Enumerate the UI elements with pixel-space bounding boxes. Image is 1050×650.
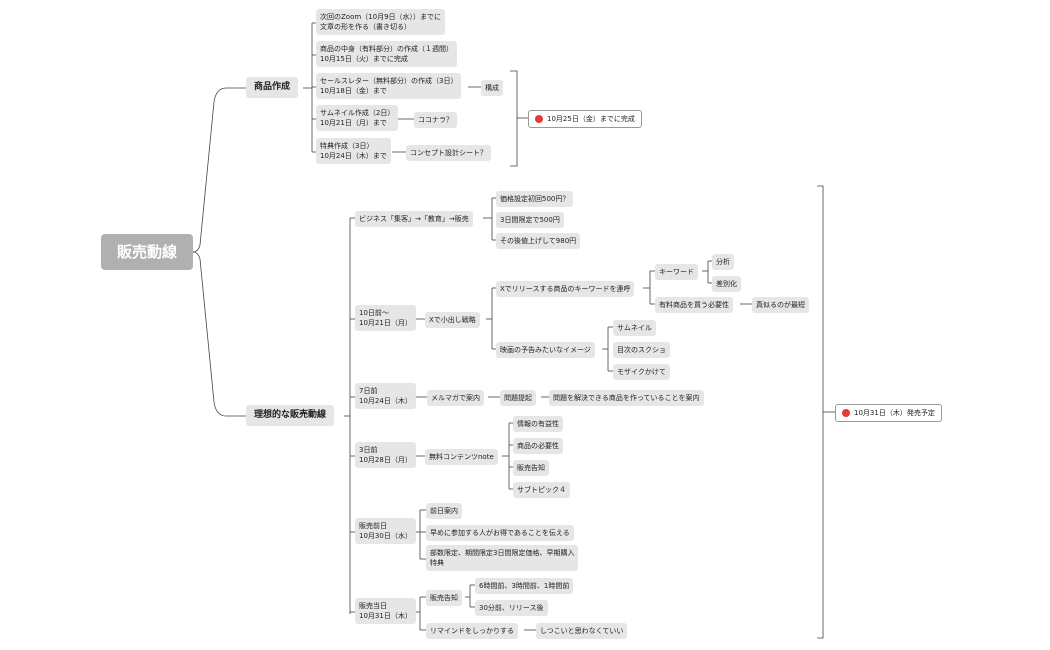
node-toc-screenshot[interactable]: 目次のスクショ xyxy=(613,342,670,358)
node-product-need[interactable]: 商品の必要性 xyxy=(513,438,563,454)
task-product-content-line1: 商品の中身（有料部分）の作成（１週間） xyxy=(320,45,453,53)
node-not-annoying[interactable]: しつこいと思わなくていい xyxy=(536,623,628,639)
node-day-before-line2: 10月30日（水） xyxy=(359,532,412,540)
summary-complete-oct25-label: 10月25日（金）までに完成 xyxy=(547,115,635,123)
task-thumbnail-line2: 10月21日（月）まで xyxy=(320,119,387,127)
node-launch-day[interactable]: 販売当日 10月31日（木） xyxy=(355,598,416,624)
task-sales-letter-line2: 10月18日（金）まで xyxy=(320,87,387,95)
task-sales-letter-line1: セールスレター（無料部分）の作成（3日） xyxy=(320,77,458,85)
node-concept-sheet[interactable]: コンセプト設計シート？ xyxy=(406,145,491,161)
node-price-raise[interactable]: その後値上げして980円 xyxy=(496,233,581,249)
node-prev-day-notice[interactable]: 前日案内 xyxy=(426,503,462,519)
node-differentiation[interactable]: 差別化 xyxy=(712,276,741,292)
node-solution-announce[interactable]: 問題を解決できる商品を作っていることを案内 xyxy=(549,390,704,406)
node-coconala[interactable]: ココナラ？ xyxy=(414,112,457,128)
node-hours-before[interactable]: 6時間前、3時間前、1時間前 xyxy=(475,578,574,594)
summary-complete-oct25[interactable]: 10月25日（金）までに完成 xyxy=(528,110,642,128)
task-thumbnail[interactable]: サムネイル作成（2日） 10月21日（月）まで xyxy=(316,105,399,131)
node-10days-before-line2: 10月21日（月） xyxy=(359,319,412,327)
node-7days-before-line2: 10月24日（木） xyxy=(359,397,412,405)
node-10days-before[interactable]: 10日前〜 10月21日（月） xyxy=(355,305,416,331)
task-bonus-line1: 特典作成（3日） xyxy=(320,142,374,150)
summary-launch-oct31[interactable]: 10月31日（木）発売予定 xyxy=(835,404,942,422)
task-zoom-draft-line2: 文章の形を作る（書き切る） xyxy=(320,23,411,31)
node-x-release-keywords[interactable]: Xでリリースする商品のキーワードを連呼 xyxy=(496,281,635,297)
node-7days-before[interactable]: 7日前 10月24日（木） xyxy=(355,383,416,409)
red-dot-icon xyxy=(535,115,543,123)
node-problem[interactable]: 問題提起 xyxy=(500,390,536,406)
node-day-before[interactable]: 販売前日 10月30日（水） xyxy=(355,518,416,544)
node-price-3days[interactable]: 3日間限定で500円 xyxy=(496,212,564,228)
node-10days-before-line1: 10日前〜 xyxy=(359,309,389,317)
node-3days-before-line1: 3日前 xyxy=(359,446,378,454)
node-info-value[interactable]: 情報の有益性 xyxy=(513,416,563,432)
node-3days-before-line2: 10月28日（月） xyxy=(359,456,412,464)
task-bonus[interactable]: 特典作成（3日） 10月24日（木）まで xyxy=(316,138,391,164)
node-launch-day-line1: 販売当日 xyxy=(359,602,387,610)
node-free-note[interactable]: 無料コンテンツnote xyxy=(425,449,498,465)
node-3days-before[interactable]: 3日前 10月28日（月） xyxy=(355,442,416,468)
node-trailer-image[interactable]: 映画の予告みたいなイメージ xyxy=(496,342,595,358)
node-kousei[interactable]: 構成 xyxy=(481,80,503,96)
node-early-bird[interactable]: 早めに参加する人がお得であることを伝える xyxy=(426,525,574,541)
topic-product-creation[interactable]: 商品作成 xyxy=(246,77,299,98)
node-mailmag[interactable]: メルマガで案内 xyxy=(427,390,484,406)
node-launch-day-line2: 10月31日（木） xyxy=(359,612,412,620)
root-topic[interactable]: 販売動線 xyxy=(101,234,193,270)
node-minutes-before[interactable]: 30分前、リリース後 xyxy=(475,600,548,616)
node-limited-offer-line1: 部数限定、期間限定3日間限定価格、早期購入 xyxy=(430,549,575,557)
node-subtopic4[interactable]: サブトピック４ xyxy=(513,482,570,498)
red-dot-icon xyxy=(842,409,850,417)
node-limited-offer[interactable]: 部数限定、期間限定3日間限定価格、早期購入 特典 xyxy=(426,545,579,571)
node-mimic-shortest[interactable]: 真似るのが最短 xyxy=(752,297,809,313)
node-thumbnail[interactable]: サムネイル xyxy=(613,320,656,336)
task-product-content-line2: 10月15日（火）までに完成 xyxy=(320,55,408,63)
node-launch-announce[interactable]: 販売告知 xyxy=(426,590,462,606)
node-business-flow[interactable]: ビジネス「集客」→「教育」→販売 xyxy=(355,211,473,227)
node-price-initial[interactable]: 価格設定初回500円？ xyxy=(496,191,574,207)
node-7days-before-line1: 7日前 xyxy=(359,387,378,395)
task-thumbnail-line1: サムネイル作成（2日） xyxy=(320,109,395,117)
task-product-content[interactable]: 商品の中身（有料部分）の作成（１週間） 10月15日（火）までに完成 xyxy=(316,41,457,67)
node-sales-announce[interactable]: 販売告知 xyxy=(513,460,549,476)
node-analysis[interactable]: 分析 xyxy=(712,254,734,270)
node-remind[interactable]: リマインドをしっかりする xyxy=(426,623,518,639)
node-paid-need[interactable]: 有料商品を買う必要性 xyxy=(655,297,733,313)
node-day-before-line1: 販売前日 xyxy=(359,522,387,530)
task-zoom-draft-line1: 次回のZoom（10月9日（水））までに xyxy=(320,13,442,21)
summary-launch-oct31-label: 10月31日（木）発売予定 xyxy=(854,409,935,417)
node-keyword[interactable]: キーワード xyxy=(655,264,698,280)
node-mosaic[interactable]: モザイクかけて xyxy=(613,364,670,380)
node-x-strategy[interactable]: Xで小出し戦略 xyxy=(425,312,480,328)
task-sales-letter[interactable]: セールスレター（無料部分）の作成（3日） 10月18日（金）まで xyxy=(316,73,462,99)
node-limited-offer-line2: 特典 xyxy=(430,559,444,567)
task-zoom-draft[interactable]: 次回のZoom（10月9日（水））までに 文章の形を作る（書き切る） xyxy=(316,9,446,35)
topic-ideal-sales-funnel[interactable]: 理想的な販売動線 xyxy=(246,405,335,426)
task-bonus-line2: 10月24日（木）まで xyxy=(320,152,387,160)
